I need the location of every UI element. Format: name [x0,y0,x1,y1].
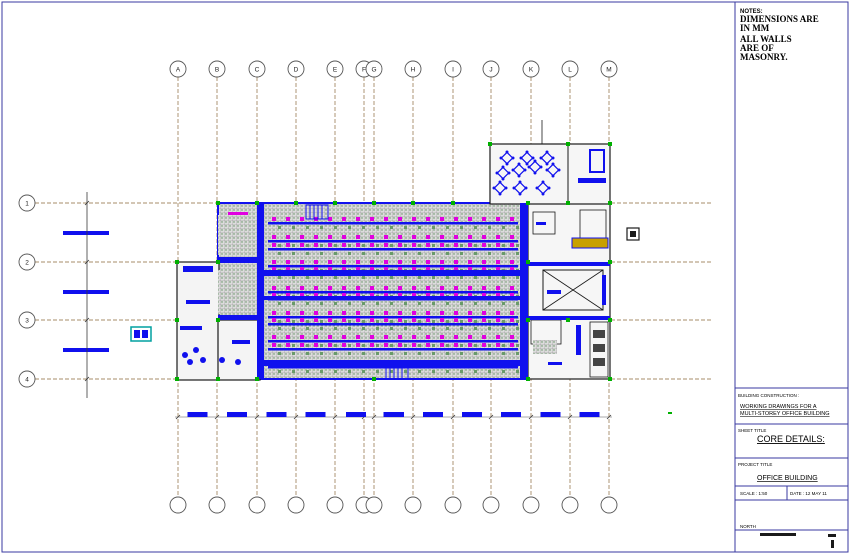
stair-symbol [305,204,409,380]
notes-line-2: IN MM [740,23,770,33]
grid-bubble-b-top: B [208,60,226,78]
grid-label: H [411,67,416,74]
scale-label: SCALE : 1:50 [740,491,768,496]
grid-label: L [568,67,572,74]
sheet-title-label: SHEET TITLE [738,428,766,433]
grid-bubble-h-bottom [404,496,422,514]
grid-label: C [255,67,260,74]
notes-line-5: MASONRY. [740,52,788,62]
grid-bubble-m-bottom [600,496,618,514]
grid-label: D [294,67,299,74]
grid-label: 4 [25,377,29,384]
date-label: DATE : 12 MAY 11 [790,491,827,496]
construction-line-2: MULTI-STOREY OFFICE BUILDING [740,411,830,417]
grid-bubble-g-top: G [365,60,383,78]
grid-bubble-g-bottom [365,496,383,514]
grid-bubble-e-top: E [326,60,344,78]
grid-bubble-c-bottom [248,496,266,514]
project-label: PROJECT TITLE [738,462,772,467]
grid-label: I [452,67,454,74]
floor-plan [130,120,640,381]
grid-label: 3 [25,318,29,325]
title-block: NOTES: DIMENSIONS ARE IN MM ALL WALLS AR… [735,9,848,548]
grid-bubble-j-top: J [482,60,500,78]
notes-label: NOTES: [740,9,763,15]
grid-bubble-i-bottom [444,496,462,514]
grid-label: B [215,67,219,74]
grid-label: K [529,67,534,74]
construction-label: BUILDING CONSTRUCTION : [738,393,799,398]
grid-bubble-row-3: 3 [18,311,36,329]
grid-bubble-c-top: C [248,60,266,78]
north-arrow-icon [760,533,796,536]
grid-label: J [489,67,492,74]
grid-bubble-m-top: M [600,60,618,78]
grid-bubble-row-2: 2 [18,253,36,271]
grid-bubble-row-1: 1 [18,194,36,212]
grid-bubble-h-top: H [404,60,422,78]
grid-label: E [333,67,338,74]
grid-label: A [176,67,181,74]
notes-line-1: DIMENSIONS ARE [740,14,819,24]
grid-label: M [606,67,611,74]
grid-bubble-k-top: K [522,60,540,78]
grid-label: F [362,67,366,74]
grid-bubble-i-top: I [444,60,462,78]
grid-label: G [371,67,376,74]
sheet-title: CORE DETAILS: [757,434,825,444]
project-title: OFFICE BUILDING [757,475,818,482]
left-wing [176,261,220,381]
grid-bubble-l-bottom [561,496,579,514]
grid-bubble-d-bottom [287,496,305,514]
column-markers [175,142,612,381]
bottom-dimension-marks [187,412,600,417]
grid-bubble-row-4: 4 [18,370,36,388]
north-label: NORTH [740,524,756,529]
grid-label: 2 [25,260,29,267]
grid-bubble-a-top: A [169,60,187,78]
grid-label: 1 [25,201,29,208]
grid-bubble-l-top: L [561,60,579,78]
grid-bubble-a-bottom [169,496,187,514]
notes-line-4: ARE OF [740,43,774,53]
construction-line-1: WORKING DRAWINGS FOR A [740,404,817,410]
left-wing-lower [217,319,261,381]
core-wall [257,203,264,379]
conference-furniture [492,150,561,196]
left-dimension-marks [63,192,109,398]
grid-bubble-b-bottom [208,496,226,514]
grid-bubble-e-bottom [326,496,344,514]
grid-bubble-k-bottom [522,496,540,514]
left-wing-chairs [182,347,241,365]
grid-bubble-j-bottom [482,496,500,514]
desk-rows [264,217,520,373]
grid-bubble-d-top: D [287,60,305,78]
notes-line-3: ALL WALLS [740,34,792,44]
